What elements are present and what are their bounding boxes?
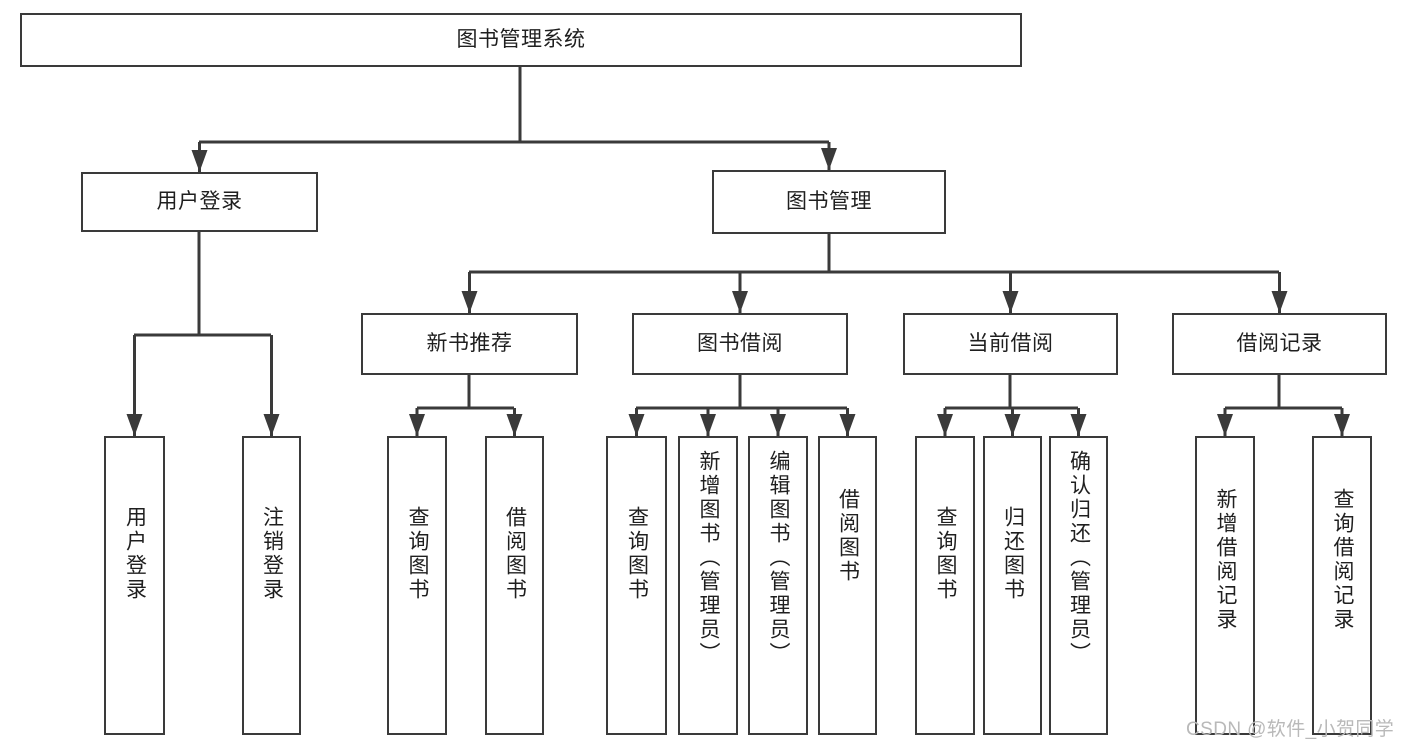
node-leaf-confirm-return: 确认归还（管理员） [1049, 436, 1108, 735]
node-label: 图书管理 [786, 190, 872, 214]
arrow-head-icon [770, 414, 786, 436]
node-label: 当前借阅 [967, 332, 1054, 356]
node-label: 新增图书（管理员） [697, 450, 721, 666]
node-new-book-rec: 新书推荐 [361, 313, 578, 375]
node-leaf-return-book: 归还图书 [983, 436, 1042, 735]
arrow-head-icon [263, 414, 280, 436]
arrow-head-icon [1217, 414, 1233, 436]
arrow-head-icon [732, 291, 748, 313]
node-borrow-record: 借阅记录 [1172, 313, 1387, 375]
node-leaf-user-logout: 注销登录 [242, 436, 301, 735]
node-user-login: 用户登录 [81, 172, 318, 232]
node-label: 确认归还（管理员） [1067, 450, 1091, 666]
node-label: 归还图书 [1001, 506, 1025, 602]
arrow-head-icon [126, 414, 143, 436]
node-label: 新增借阅记录 [1214, 488, 1238, 632]
node-root: 图书管理系统 [20, 13, 1022, 67]
node-book-manage: 图书管理 [712, 170, 946, 234]
arrow-head-icon [409, 414, 425, 436]
node-label: 图书借阅 [697, 332, 783, 356]
node-leaf-query-book-3: 查询图书 [915, 436, 975, 735]
arrow-head-icon [821, 148, 837, 170]
arrow-head-icon [191, 150, 208, 172]
node-leaf-add-record: 新增借阅记录 [1195, 436, 1255, 735]
watermark-text: CSDN @软件_小贺同学 [1186, 719, 1395, 740]
node-book-borrow: 图书借阅 [632, 313, 848, 375]
node-label: 编辑图书（管理员） [767, 450, 791, 666]
node-leaf-user-login: 用户登录 [104, 436, 165, 735]
arrow-head-icon [1004, 414, 1021, 436]
node-label: 查询图书 [406, 506, 430, 602]
arrow-head-icon [1271, 291, 1288, 313]
arrow-head-icon [1070, 414, 1087, 436]
node-label: 图书管理系统 [456, 28, 586, 52]
node-leaf-query-record: 查询借阅记录 [1312, 436, 1372, 735]
arrow-head-icon [937, 414, 953, 436]
node-label: 查询借阅记录 [1331, 488, 1355, 632]
node-leaf-query-book-2: 查询图书 [606, 436, 667, 735]
node-label: 查询图书 [934, 506, 958, 602]
node-label: 借阅图书 [836, 488, 860, 584]
node-label: 用户登录 [156, 190, 243, 214]
node-leaf-edit-book: 编辑图书（管理员） [748, 436, 808, 735]
node-leaf-borrow-book-1: 借阅图书 [485, 436, 544, 735]
node-leaf-query-book-1: 查询图书 [387, 436, 447, 735]
node-label: 借阅图书 [503, 506, 527, 602]
arrow-head-icon [700, 414, 716, 436]
node-label: 新书推荐 [426, 332, 513, 356]
arrow-head-icon [839, 414, 856, 436]
arrow-head-icon [1334, 414, 1350, 436]
node-current-borrow: 当前借阅 [903, 313, 1118, 375]
arrow-head-icon [461, 291, 478, 313]
node-label: 用户登录 [123, 506, 147, 602]
node-label: 注销登录 [260, 506, 284, 602]
node-label: 查询图书 [625, 506, 649, 602]
arrow-head-icon [506, 414, 523, 436]
node-leaf-borrow-book-2: 借阅图书 [818, 436, 877, 735]
arrow-head-icon [1002, 291, 1019, 313]
arrow-head-icon [628, 414, 645, 436]
node-label: 借阅记录 [1236, 332, 1323, 356]
node-leaf-add-book: 新增图书（管理员） [678, 436, 738, 735]
